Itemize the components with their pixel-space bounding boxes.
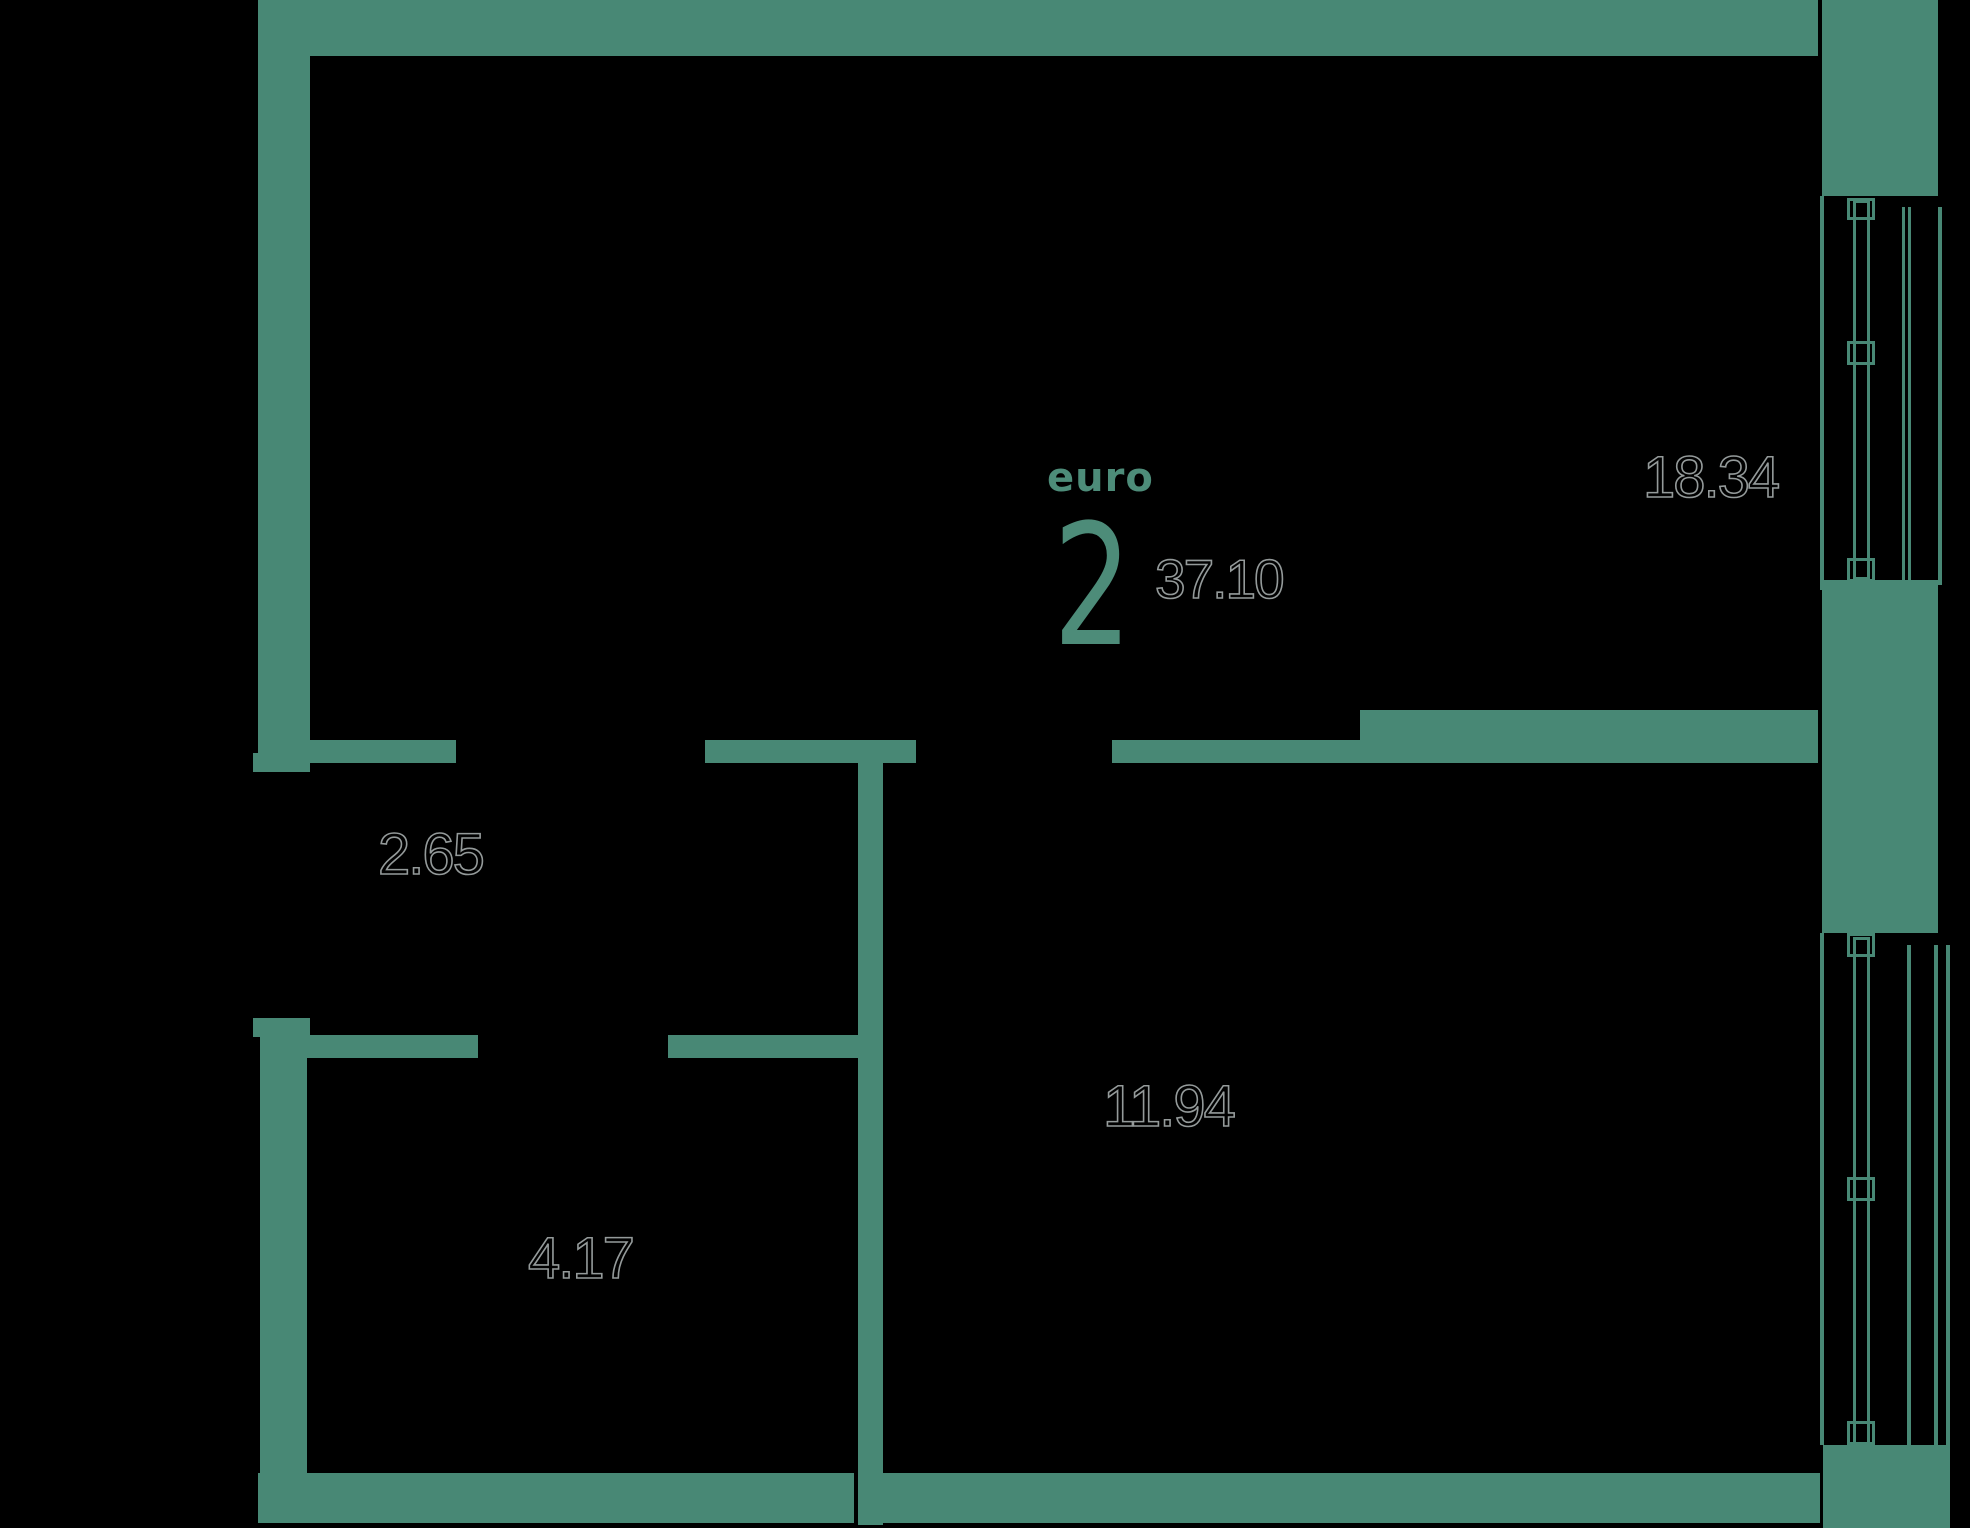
window2-outer-line-a	[1934, 945, 1938, 1445]
window1-glass-line-b	[1908, 207, 1911, 585]
wall-left-upper-endcap	[253, 753, 310, 772]
room-area-lower-right: 11.94	[1102, 1074, 1236, 1139]
wall-joint-line-divider	[854, 1473, 858, 1523]
window2-outer-line-b	[1946, 945, 1950, 1445]
window1-handle-middle	[1847, 341, 1875, 365]
wall-right-pier	[1822, 580, 1938, 933]
window2-hinge-top	[1847, 933, 1875, 957]
wall-left-lower	[260, 1037, 307, 1473]
window1-sash	[1853, 200, 1870, 580]
unit-type-label: euro	[1047, 455, 1154, 501]
unit-total-area: 37.10	[1154, 548, 1285, 610]
wall-middle-segment-d	[1360, 710, 1818, 763]
wall-lowerleft-top-segment-a	[307, 1035, 478, 1058]
window1-hinge-top	[1847, 198, 1875, 220]
wall-left-upper	[258, 56, 310, 753]
wall-middle-segment-b	[705, 740, 916, 763]
window1-hinge-bottom	[1847, 558, 1875, 582]
window2-glass-line-a	[1907, 945, 1911, 1445]
window2-hinge-bottom	[1847, 1421, 1875, 1445]
window1-outer-line	[1938, 207, 1942, 585]
wall-middle-segment-c	[1112, 740, 1360, 763]
wall-lowerleft-top-segment-b	[668, 1035, 858, 1058]
wall-lower-divider	[858, 763, 883, 1525]
wall-top	[258, 0, 1818, 56]
window1-glass-line-a	[1902, 207, 1905, 585]
wall-lowerleft-endcap	[253, 1018, 310, 1037]
window1-inner-face-line	[1820, 196, 1824, 590]
window2-handle-middle	[1847, 1177, 1875, 1201]
room-area-upper: 18.34	[1642, 445, 1781, 510]
unit-rooms-count: 2	[1053, 488, 1133, 684]
wall-bottom	[258, 1473, 1820, 1523]
wall-bottom-right-block	[1823, 1445, 1950, 1528]
wall-middle-segment-a	[307, 740, 456, 763]
window2-inner-face-line	[1820, 933, 1824, 1445]
wall-right-top	[1822, 0, 1938, 196]
room-area-lower-left: 4.17	[527, 1226, 635, 1291]
room-area-hallway: 2.65	[377, 822, 485, 887]
